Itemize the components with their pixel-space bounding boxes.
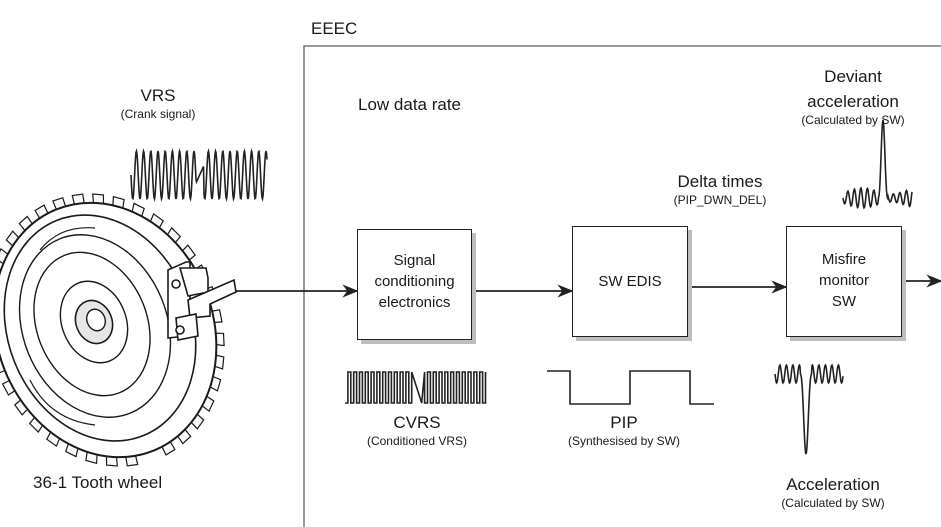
tooth-wheel-label: 36-1 Tooth wheel bbox=[33, 473, 163, 492]
misfire-monitor-line-1: Misfire bbox=[821, 251, 867, 268]
eeec-label: EEEC bbox=[311, 19, 358, 38]
vrs-sensor-icon bbox=[167, 261, 237, 341]
cvrs-title: CVRS bbox=[393, 413, 441, 432]
deviant-subtitle: (Calculated by SW) bbox=[801, 113, 905, 127]
signal-conditioning-line-3: electronics bbox=[378, 294, 451, 311]
signal-conditioning-box: Signal conditioning electronics bbox=[357, 229, 472, 340]
cvrs-waveform bbox=[345, 371, 487, 404]
acceleration-waveform bbox=[774, 363, 844, 455]
deviant-title-2: acceleration bbox=[807, 92, 899, 111]
signal-conditioning-line-2: conditioning bbox=[374, 273, 455, 290]
deviant-title: Deviant bbox=[824, 67, 882, 86]
vrs-title: VRS bbox=[140, 86, 176, 105]
vrs-subtitle: (Crank signal) bbox=[120, 107, 196, 121]
misfire-monitor-box: Misfire monitor SW bbox=[786, 226, 902, 337]
sw-edis-box: SW EDIS bbox=[572, 226, 688, 337]
acceleration-subtitle: (Calculated by SW) bbox=[781, 496, 885, 510]
pip-subtitle: (Synthesised by SW) bbox=[567, 434, 681, 448]
signal-arrows bbox=[236, 274, 941, 298]
misfire-monitor-line-3: SW bbox=[831, 293, 857, 310]
pip-waveform bbox=[547, 370, 714, 405]
tooth-wheel-icon bbox=[0, 193, 225, 467]
delta-times-subtitle: (PIP_DWN_DEL) bbox=[673, 193, 767, 207]
delta-times-title: Delta times bbox=[677, 172, 763, 191]
vrs-waveform bbox=[130, 148, 268, 202]
low-data-rate-label: Low data rate bbox=[358, 95, 462, 114]
sw-edis-label: SW EDIS bbox=[598, 273, 662, 290]
cvrs-subtitle: (Conditioned VRS) bbox=[366, 434, 468, 448]
deviant-acceleration-waveform bbox=[842, 119, 913, 210]
signal-conditioning-line-1: Signal bbox=[393, 252, 436, 269]
acceleration-title: Acceleration bbox=[786, 475, 880, 494]
pip-title: PIP bbox=[610, 413, 638, 432]
misfire-monitor-line-2: monitor bbox=[818, 272, 870, 289]
